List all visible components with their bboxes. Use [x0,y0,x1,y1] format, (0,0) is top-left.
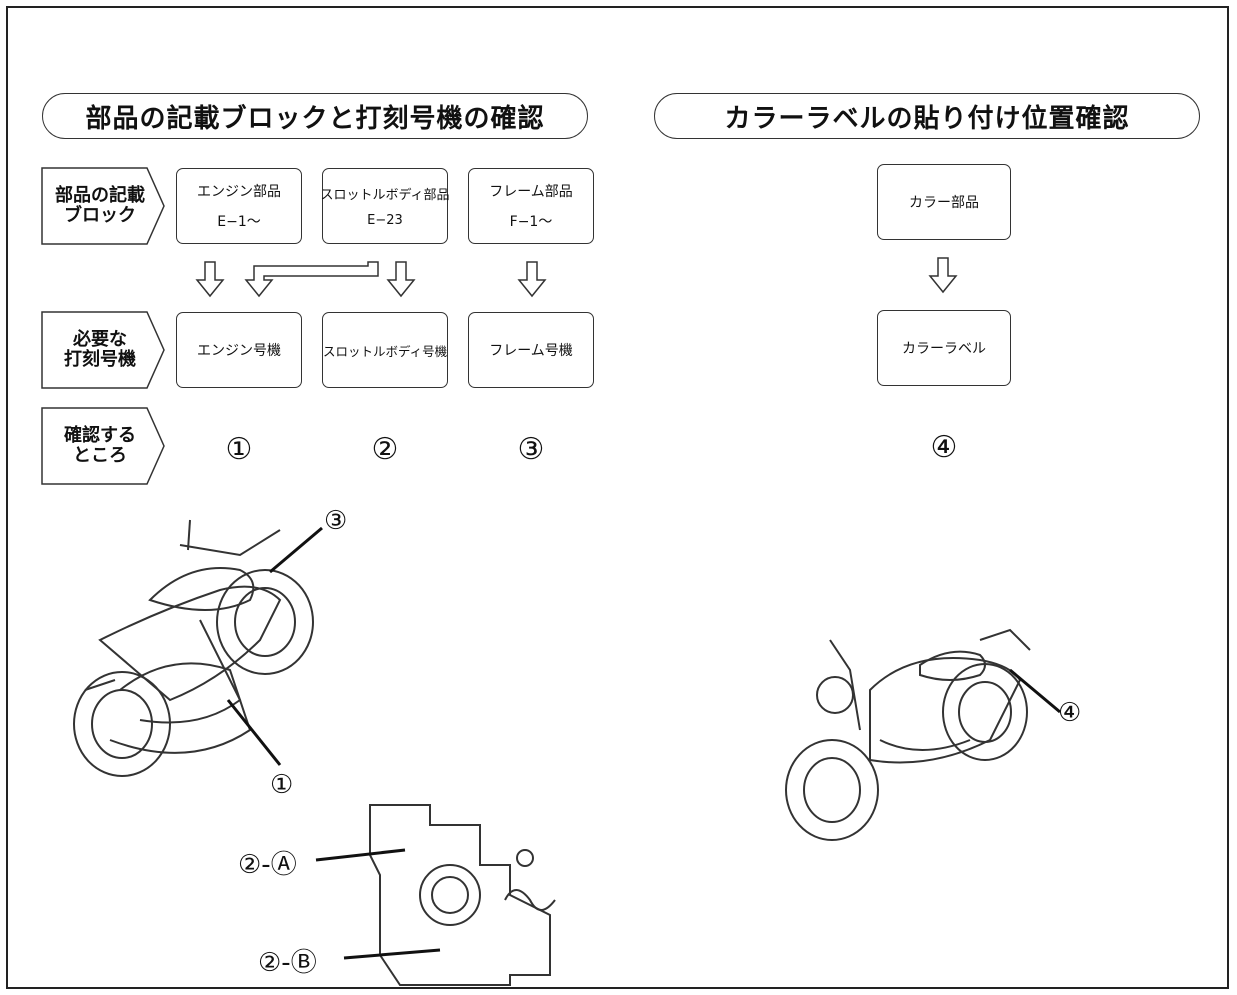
callout-line-engine [226,699,282,766]
check-number-4: ④ [930,430,958,465]
down-arrow-icon [517,261,547,298]
motorcycle-illustration [73,519,314,777]
bent-arrow-icon [244,261,379,298]
parts-box-throttle-body: スロットルボディ部品 E−23 [320,168,450,244]
row-tag-parts [41,167,165,245]
stamp-box-engine: エンジン号機 [176,312,302,388]
down-arrow-icon [928,257,958,294]
color-parts-box: カラー部品 [877,164,1011,240]
callout-throttle-b: ②-Ⓑ [258,948,317,978]
parts-box-frame: フレーム部品 F−1～ [468,168,594,244]
color-label-box: カラーラベル [877,310,1011,386]
right-title: カラーラベルの貼り付け位置確認 [654,93,1200,139]
callout-line-frame [269,526,323,574]
row-label-parts-block: 部品の記載 ブロック [55,185,145,226]
callout-line-throttle-b [343,948,441,960]
check-number-2: ② [371,432,399,467]
stamp-box-throttle-body: スロットルボディ号機 [322,312,448,388]
down-arrow-icon [386,261,416,298]
throttle-body-illustration [369,804,556,986]
row-label-stamp-number: 必要な 打刻号機 [64,329,136,370]
down-arrow-icon [195,261,225,298]
row-label-check-points: 確認する ところ [64,425,136,466]
parts-box-engine: エンジン部品 E−1～ [176,168,302,244]
row-tag-check [41,407,165,485]
callout-frame-mark: ③ [324,506,348,536]
callout-line-color [1009,668,1061,714]
callout-throttle-a: ②-Ⓐ [238,850,297,880]
page-frame [6,6,1229,989]
check-number-1: ① [225,432,253,467]
callout-line-throttle-a [315,848,406,862]
left-title: 部品の記載ブロックと打刻号機の確認 [42,93,588,139]
row-tag-stamp [41,311,165,389]
motorcycle-illustration [785,628,1031,841]
callout-engine-mark: ① [270,770,294,800]
check-number-3: ③ [517,432,545,467]
callout-color-mark: ④ [1058,698,1082,728]
stamp-box-frame: フレーム号機 [468,312,594,388]
